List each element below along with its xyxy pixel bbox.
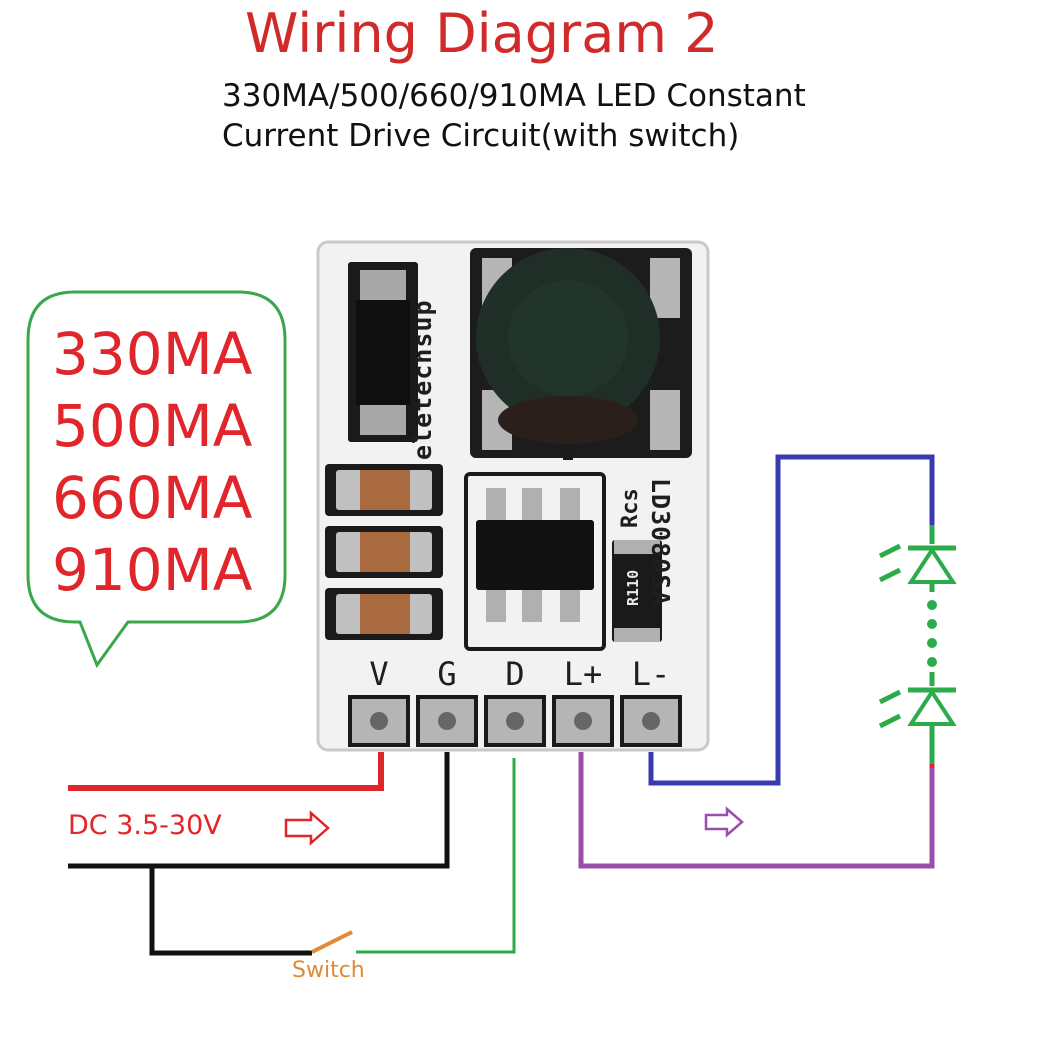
driver-board: [316, 240, 710, 752]
subtitle: 330MA/500/660/910MA LED Constant Current…: [222, 76, 806, 156]
current-options-list: 330MA 500MA 660MA 910MA: [52, 318, 252, 606]
driver-ic: [464, 472, 606, 651]
subtitle-line-2: Current Drive Circuit(with switch): [222, 118, 740, 154]
subtitle-line-1: 330MA/500/660/910MA LED Constant: [222, 78, 806, 114]
arrow-right-icon: [284, 810, 330, 846]
supply-voltage-label: DC 3.5-30V: [68, 810, 222, 841]
board-model-text: LD3080SA: [646, 478, 675, 607]
led-diode-icon: [878, 525, 957, 592]
speech-bubble-icon: [26, 290, 287, 669]
dim-wire: [356, 758, 516, 954]
pin-label-g: G: [437, 655, 457, 693]
sense-resistor: [612, 540, 662, 642]
ground-supply-wire: [68, 752, 450, 869]
switch-ground-wire: [149, 866, 312, 956]
led-diode-icon: [878, 672, 957, 764]
current-option-910: 910MA: [52, 536, 253, 604]
rcs-label: Rcs: [618, 488, 643, 528]
current-option-660: 660MA: [52, 464, 253, 532]
pin-label-l-minus: L-: [631, 655, 671, 693]
led-continuation-dots: [927, 600, 937, 667]
capacitor-2: [325, 526, 443, 578]
pin-label-v: V: [369, 655, 389, 693]
pin-pads: [348, 695, 682, 747]
switch-icon: [311, 930, 353, 954]
board-brand-text: eletechsup: [408, 299, 437, 460]
current-option-330: 330MA: [52, 320, 253, 388]
current-option-500: 500MA: [52, 392, 253, 460]
positive-supply-wire: [68, 752, 384, 791]
resistor-marking: R110: [624, 569, 642, 606]
capacitor-1: [325, 464, 443, 516]
arrow-right-icon: [704, 806, 744, 838]
led-positive-wire: [578, 752, 935, 869]
capacitor-3: [325, 588, 443, 640]
switch-label: Switch: [292, 958, 365, 983]
led-negative-wire: [648, 454, 935, 786]
page-title: Wiring Diagram 2: [245, 2, 719, 65]
pin-label-d: D: [505, 655, 525, 693]
pin-label-l-plus: L+: [563, 655, 603, 693]
